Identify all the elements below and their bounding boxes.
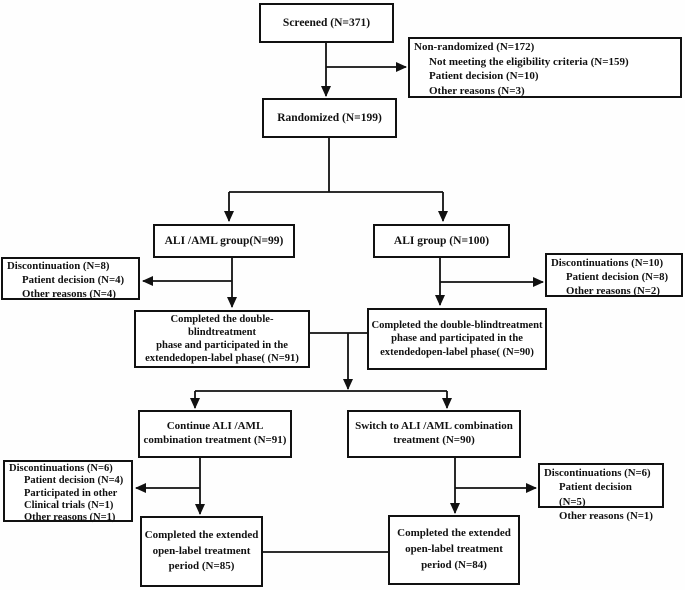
box-switch-treatment: Switch to ALI /AML combination treatment… [347,410,521,458]
box-text-line: period (N=84) [421,558,487,571]
box-text-line: open-label treatment [152,544,251,557]
box-text-line: Randomized (N=199) [277,111,382,124]
box-text-line: extendedopen-label phase( (N=91) [145,353,299,365]
box-ali-group: ALI group (N=100) [373,224,510,258]
box-text-line: Discontinuations (N=6) [544,467,651,479]
box-text-line: Patient decision (N=10) [429,70,539,83]
box-text-line: Clinical trials (N=1) [24,499,114,511]
box-text-line: Patient decision (N=4) [22,273,125,286]
box-completed-double-blind-right: Completed the double-blindtreatment phas… [367,308,547,370]
box-text-line: Patient decision (N=4) [24,475,124,487]
box-text-line: treatment (N=90) [393,434,475,446]
box-text-line: ALI /AML group(N=99) [164,234,284,247]
box-discontinuations-right-2: Discontinuations (N=6) Patient decision … [538,463,664,522]
box-ali-aml-group: ALI /AML group(N=99) [153,224,295,258]
box-text-line: Participated in other [24,487,118,499]
box-text-line: Completed the extended [144,528,259,541]
box-text-line: Other reasons (N=1) [559,509,653,522]
box-text-line: Patient decision (N=8) [566,271,669,284]
box-text-line: phase and participated in the [156,340,288,351]
box-completed-open-label-left: Completed the extended open-label treatm… [140,516,263,587]
box-text-line: Patient decision (N=5) [559,481,632,508]
box-completed-open-label-right: Completed the extended open-label treatm… [388,515,520,585]
box-text-line: Other reasons (N=1) [24,512,116,524]
box-text-line: Switch to ALI /AML combination [355,420,513,433]
box-discontinuation-left-1: Discontinuation (N=8) Patient decision (… [1,257,140,300]
box-text-line: Other reasons (N=4) [22,287,116,300]
box-text-line: open-label treatment [405,543,503,556]
box-text-line: Continue ALI /AML [166,420,264,433]
box-text-line: extendedopen-label phase( (N=90) [380,346,534,358]
box-screened: Screened (N=371) [259,3,394,43]
box-discontinuations-right-1: Discontinuations (N=10) Patient decision… [545,253,683,297]
box-randomized: Randomized (N=199) [262,98,397,138]
box-text-line: Completed the double-blindtreatment [371,320,543,332]
box-text-line: period (N=85) [168,560,235,573]
box-text-line: Other reasons (N=3) [429,84,525,97]
box-text-line: Discontinuations (N=6) [9,463,113,474]
box-text-line: Screened (N=371) [282,16,371,29]
box-continue-treatment: Continue ALI /AML combination treatment … [138,410,292,458]
box-text-line: ALI group (N=100) [393,234,490,247]
box-discontinuations-left-2: Discontinuations (N=6) Patient decision … [3,460,133,524]
box-text-line: Discontinuations (N=10) [551,257,664,269]
box-text-line: Non-randomized (N=172) [414,41,535,53]
box-text-line: Completed the extended [397,527,511,540]
box-text-line: Other reasons (N=2) [566,285,660,298]
box-text-line: phase and participated in the [391,333,523,345]
box-non-randomized: Non-randomized (N=172) Not meeting the e… [408,37,682,98]
box-text-line: Not meeting the eligibility criteria (N=… [429,55,629,68]
box-text-line: Completed the double-blindtreatment [170,313,274,338]
box-text-line: Discontinuation (N=8) [7,260,110,272]
box-completed-double-blind-left: Completed the double-blindtreatment phas… [134,310,310,368]
box-text-line: combination treatment (N=91) [143,434,287,446]
